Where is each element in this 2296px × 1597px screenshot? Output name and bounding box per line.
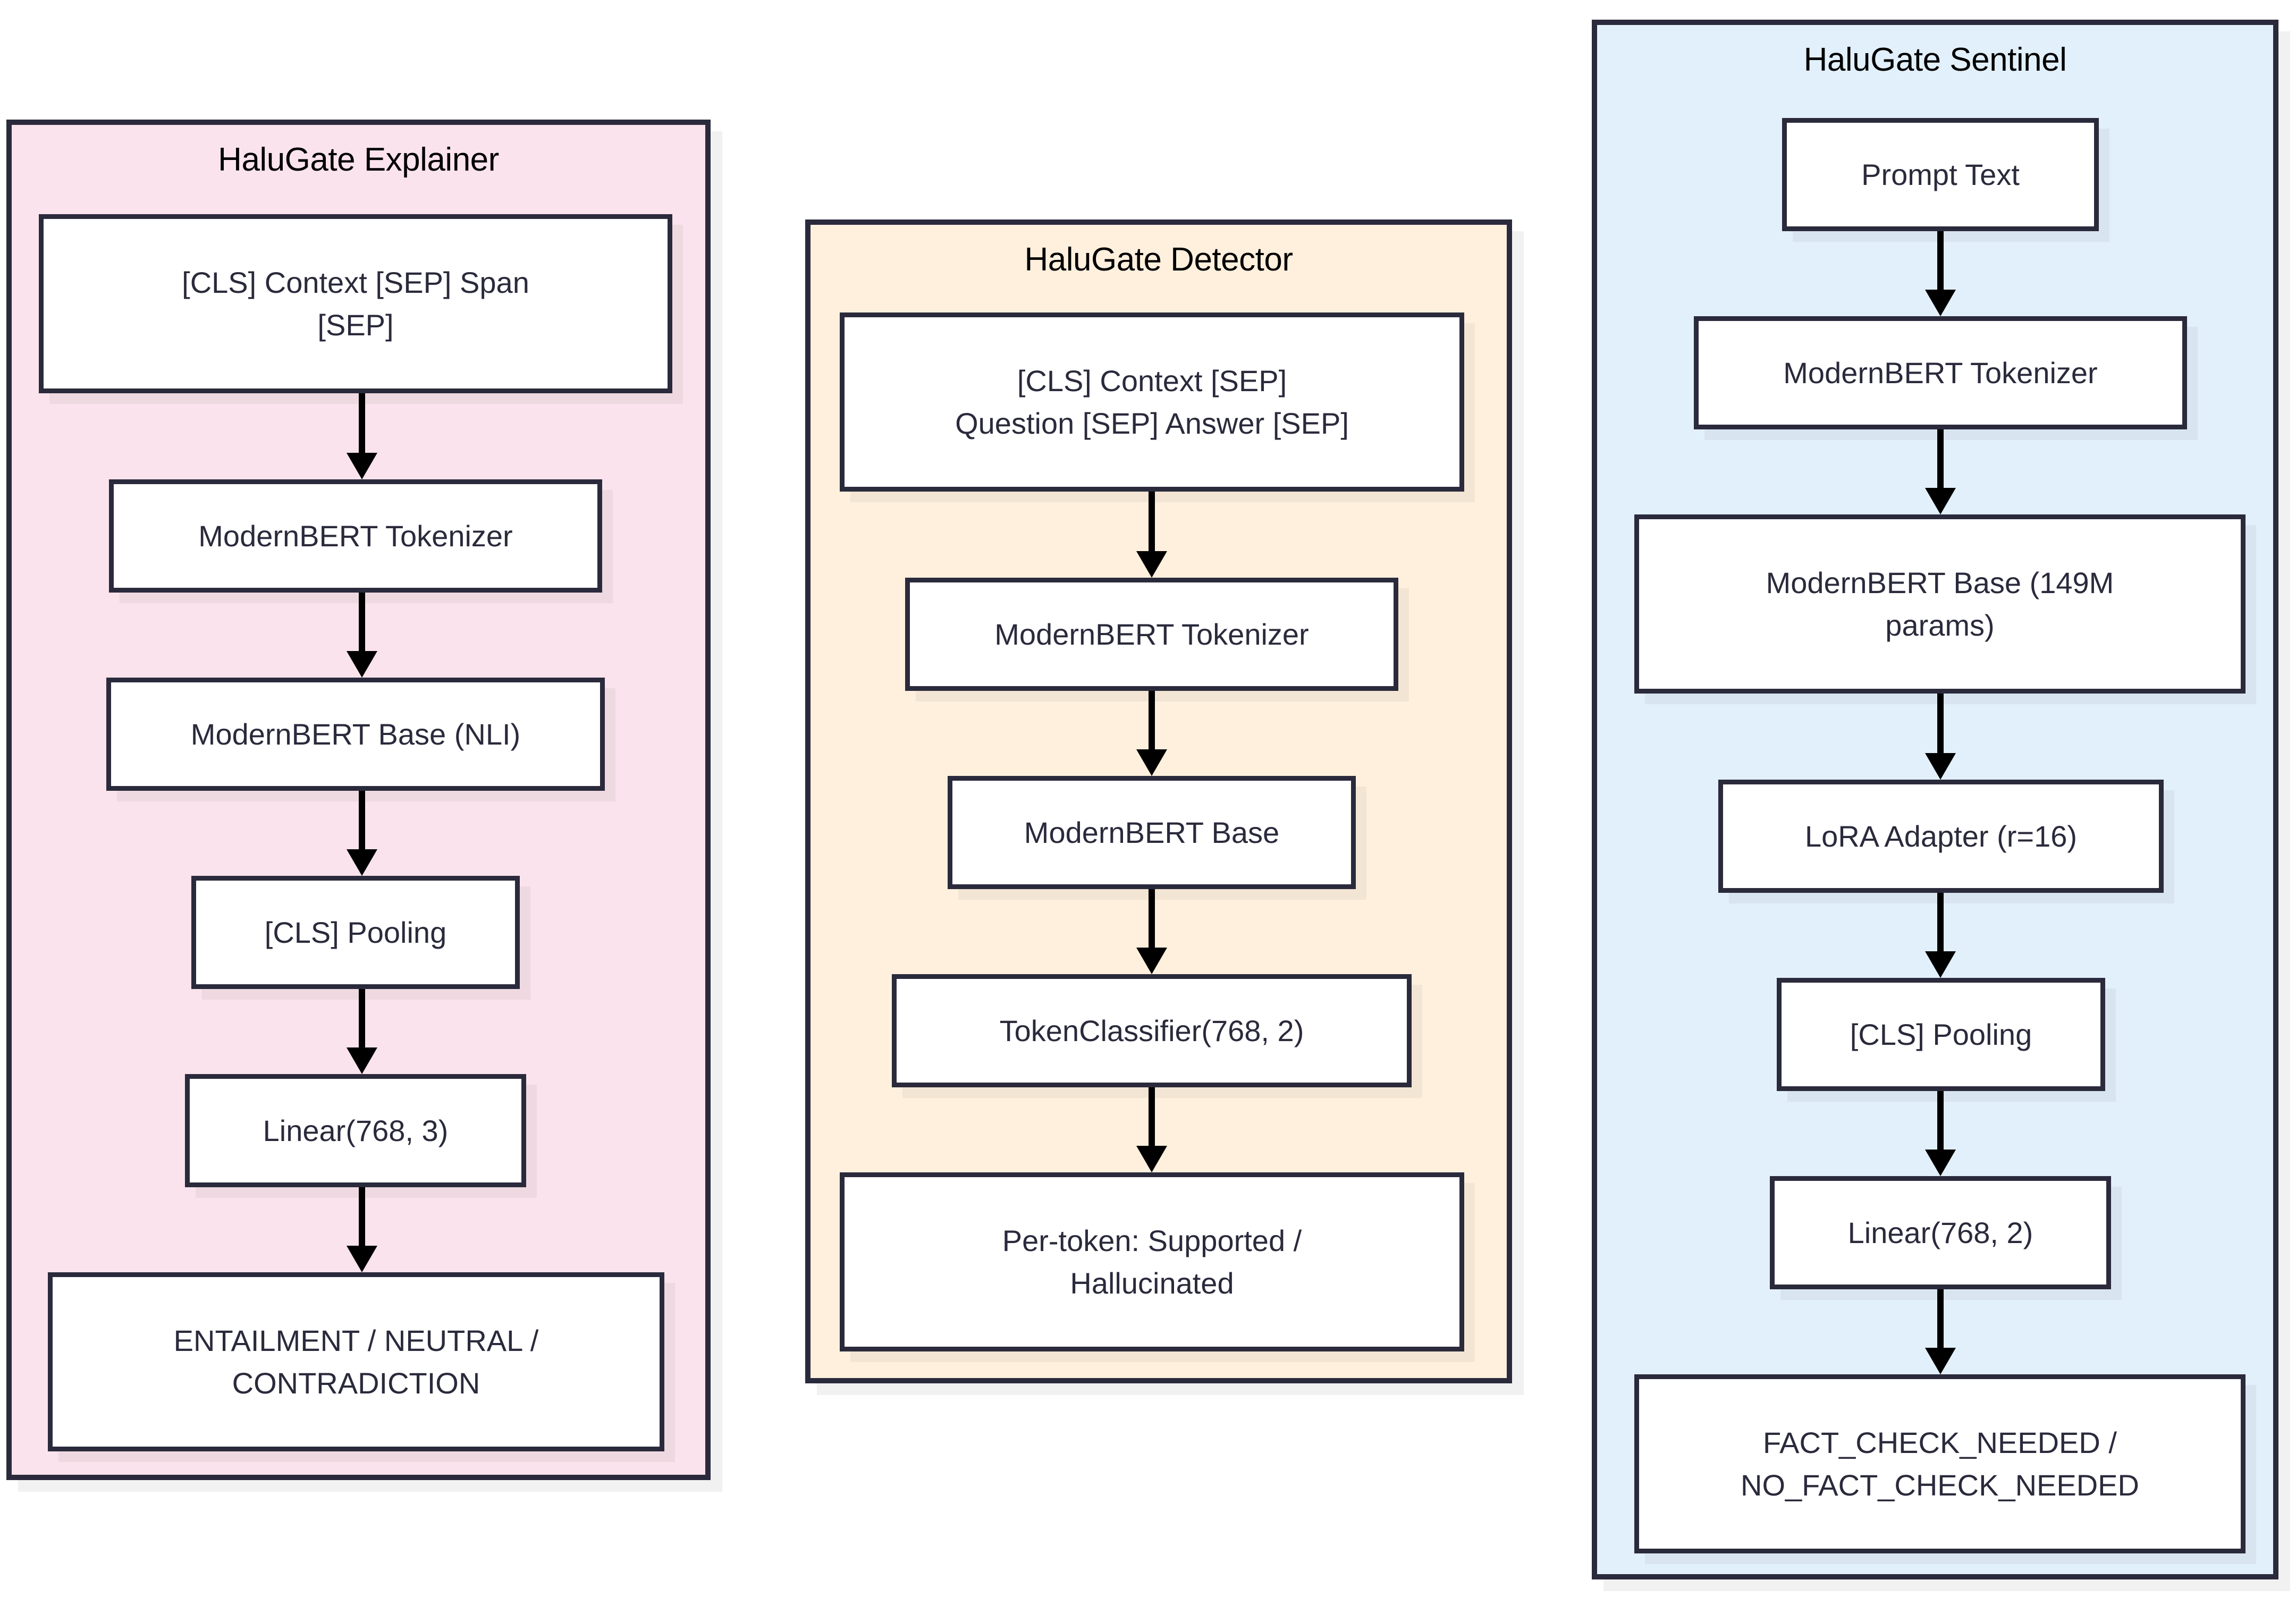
node-det-classifier[interactable]: TokenClassifier(768, 2) (892, 974, 1412, 1087)
edge-sen-base-to-lora (1925, 694, 1956, 780)
node-det-input[interactable]: [CLS] Context [SEP]Question [SEP] Answer… (840, 312, 1464, 492)
subgraph-title-detector: HaluGate Detector (1024, 241, 1293, 278)
node-exp-base[interactable]: ModernBERT Base (NLI) (106, 678, 605, 791)
node-sen-tokenizer-label: ModernBERT Tokenizer (1783, 356, 2098, 390)
node-exp-linear[interactable]: Linear(768, 3) (185, 1074, 526, 1187)
node-exp-input-label: [CLS] Context [SEP] Span[SEP] (182, 265, 529, 342)
subgraph-title-sentinel: HaluGate Sentinel (1803, 41, 2067, 78)
node-det-classifier-label: TokenClassifier(768, 2) (999, 1013, 1304, 1047)
node-exp-output-label: ENTAILMENT / NEUTRAL /CONTRADICTION (173, 1323, 539, 1400)
node-exp-base-label: ModernBERT Base (NLI) (190, 717, 521, 751)
edge-det-base-to-classifier (1136, 889, 1167, 974)
node-sen-tokenizer[interactable]: ModernBERT Tokenizer (1694, 316, 2187, 429)
edge-exp-input-to-tokenizer (347, 393, 377, 479)
node-det-input-label: [CLS] Context [SEP]Question [SEP] Answer… (955, 364, 1349, 440)
node-det-output[interactable]: Per-token: Supported /Hallucinated (840, 1172, 1464, 1351)
edge-sen-prompt-to-tokenizer (1925, 231, 1956, 316)
edge-det-input-to-tokenizer (1136, 492, 1167, 578)
node-sen-linear-label: Linear(768, 2) (1847, 1215, 2033, 1249)
node-exp-pooling[interactable]: [CLS] Pooling (191, 876, 520, 989)
edge-exp-base-to-pooling (347, 791, 377, 876)
node-exp-input[interactable]: [CLS] Context [SEP] Span[SEP] (39, 214, 672, 393)
node-sen-lora-label: LoRA Adapter (r=16) (1804, 819, 2078, 853)
node-det-output-label: Per-token: Supported /Hallucinated (1002, 1223, 1302, 1300)
node-sen-prompt-label: Prompt Text (1861, 157, 2020, 191)
edge-sen-pooling-to-linear (1925, 1091, 1956, 1176)
node-sen-pooling-label: [CLS] Pooling (1850, 1017, 2032, 1051)
node-det-tokenizer[interactable]: ModernBERT Tokenizer (905, 578, 1398, 691)
edge-exp-tokenizer-to-base (347, 593, 377, 678)
node-sen-output[interactable]: FACT_CHECK_NEEDED /NO_FACT_CHECK_NEEDED (1634, 1374, 2246, 1553)
node-exp-output[interactable]: ENTAILMENT / NEUTRAL /CONTRADICTION (48, 1272, 664, 1451)
node-sen-output-label: FACT_CHECK_NEEDED /NO_FACT_CHECK_NEEDED (1741, 1425, 2139, 1502)
node-sen-lora[interactable]: LoRA Adapter (r=16) (1718, 780, 2164, 893)
edge-sen-lora-to-pooling (1925, 893, 1956, 978)
node-det-base[interactable]: ModernBERT Base (948, 776, 1356, 889)
node-sen-linear[interactable]: Linear(768, 2) (1770, 1176, 2111, 1289)
node-sen-pooling[interactable]: [CLS] Pooling (1777, 978, 2105, 1091)
edge-det-classifier-to-output (1136, 1087, 1167, 1172)
node-exp-tokenizer[interactable]: ModernBERT Tokenizer (109, 479, 602, 593)
node-det-base-label: ModernBERT Base (1024, 815, 1280, 849)
node-det-tokenizer-label: ModernBERT Tokenizer (994, 617, 1309, 651)
subgraph-title-explainer: HaluGate Explainer (218, 141, 499, 178)
node-exp-pooling-label: [CLS] Pooling (264, 915, 447, 949)
node-sen-prompt[interactable]: Prompt Text (1782, 118, 2099, 231)
edge-sen-tokenizer-to-base (1925, 429, 1956, 514)
edge-exp-pooling-to-linear (347, 989, 377, 1074)
node-exp-tokenizer-label: ModernBERT Tokenizer (198, 519, 513, 553)
edge-exp-linear-to-output (347, 1187, 377, 1272)
edge-sen-linear-to-output (1925, 1289, 1956, 1374)
edge-det-tokenizer-to-base (1136, 691, 1167, 776)
node-exp-linear-label: Linear(768, 3) (263, 1113, 449, 1147)
